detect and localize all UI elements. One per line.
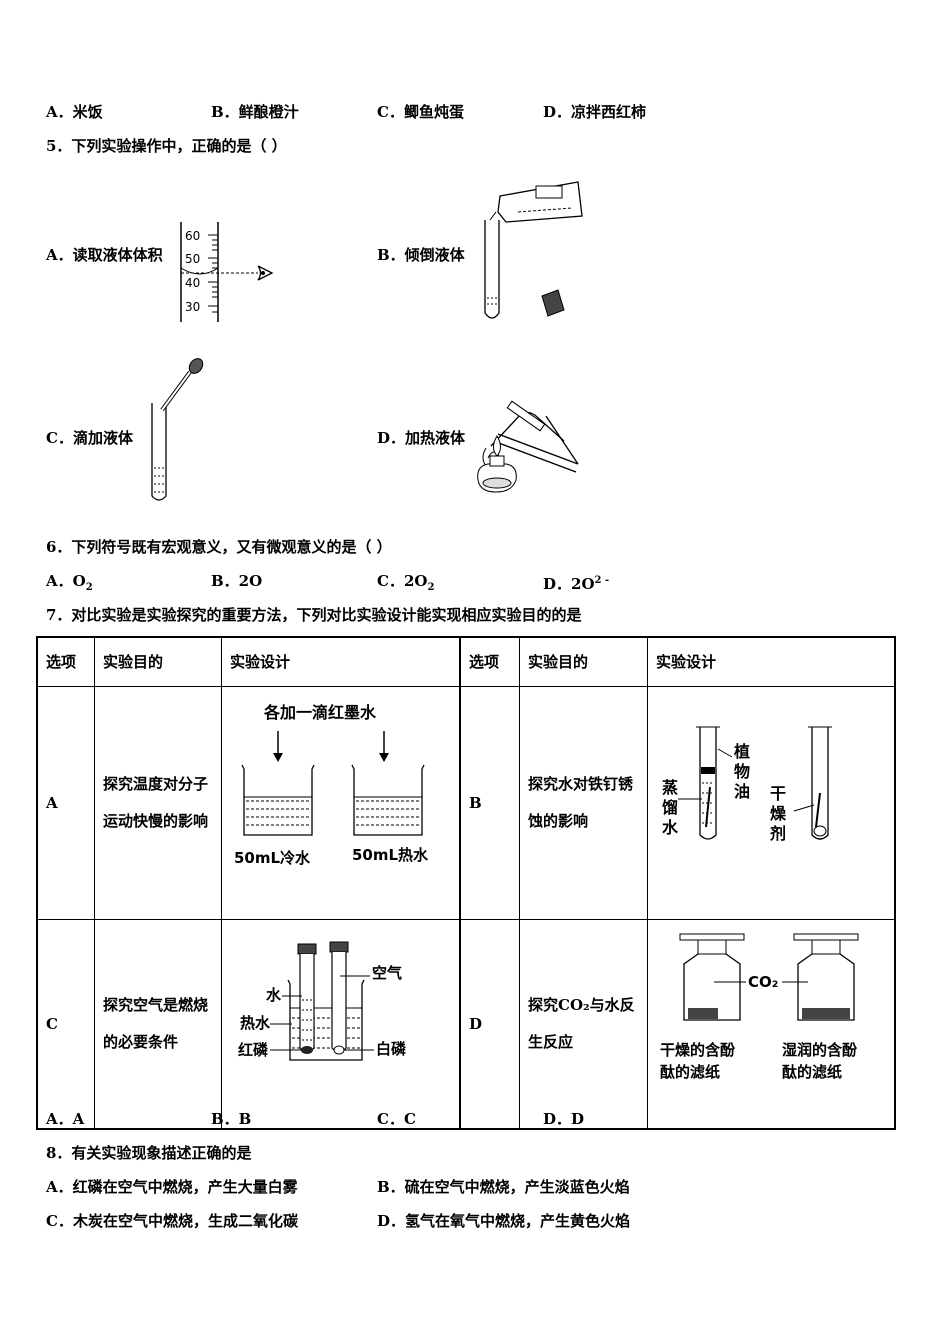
q7-answer-c: C．C — [377, 1110, 416, 1128]
q8-stem: 8．有关实验现象描述正确的是 — [46, 1144, 252, 1162]
fig-b-water-2: 馏 — [662, 798, 678, 817]
fig-c-white-p-label: 白磷 — [376, 1040, 407, 1058]
fig-b-dry-1: 干 — [770, 784, 786, 803]
heating-liquid-figure — [477, 400, 579, 493]
fig-b-dry-2: 燥 — [770, 804, 787, 823]
q4-option-c: C．鲫鱼炖蛋 — [377, 103, 464, 121]
q4-option-b: B．鲜酿橙汁 — [211, 103, 299, 121]
row-d-goal: 探究CO₂与水反生反应 — [519, 919, 648, 1130]
beakers-figure: 各加一滴红墨水 50mL冷水 50mL热水 — [234, 703, 429, 867]
fig-b-oil-1: 植 — [733, 742, 750, 761]
q6-option-c-text: C．2O — [377, 572, 428, 590]
flame-icon — [493, 435, 501, 457]
q6-option-c: C．2O2 — [377, 571, 434, 598]
fig-b-dry-3: 剂 — [770, 824, 786, 843]
fig-c-air-label: 空气 — [372, 964, 402, 982]
q4-option-a: A．米饭 — [46, 103, 103, 121]
row-c-design: 空气 水 热水 红磷 白磷 — [221, 919, 461, 1130]
fig-c-hot-water-label: 热水 — [240, 1014, 271, 1032]
row-d-design: CO₂ 干燥的含酚 酞的滤纸 湿润的含酚 酞的滤纸 — [647, 919, 896, 1130]
q6-stem: 6．下列符号既有宏观意义，又有微观意义的是（ ） — [46, 538, 392, 556]
fig-a-hot-label: 50mL热水 — [352, 846, 429, 864]
q5-option-d: D．加热液体 — [377, 429, 466, 447]
fig-b-oil-2: 物 — [734, 762, 750, 781]
row-c-option: C — [36, 919, 95, 1130]
row-d-option: D — [459, 919, 520, 1130]
q6-option-d-text: D．2O — [543, 575, 595, 593]
pouring-liquid-figure — [484, 181, 583, 319]
fig-c-water-label: 水 — [266, 986, 282, 1004]
header-goal-2: 实验目的 — [519, 636, 648, 687]
q7-answer-d: D．D — [543, 1110, 585, 1128]
co2-bottles-figure: CO₂ 干燥的含酚 酞的滤纸 湿润的含酚 酞的滤纸 — [660, 933, 859, 1081]
q6-option-a-text: A．O — [46, 572, 86, 590]
header-option: 选项 — [36, 636, 95, 687]
q7-answer-a: A．A — [46, 1110, 85, 1128]
fig-d-left-label-1: 干燥的含酚 — [660, 1041, 736, 1059]
header-design: 实验设计 — [221, 636, 461, 687]
fig-b-water-3: 水 — [662, 818, 679, 837]
q8-option-c: C．木炭在空气中燃烧，生成二氧化碳 — [46, 1212, 298, 1230]
row-b-goal: 探究水对铁钉锈蚀的影响 — [519, 686, 648, 920]
q5-option-a: A．读取液体体积 — [46, 246, 163, 264]
header-goal: 实验目的 — [94, 636, 222, 687]
eye-icon — [257, 265, 274, 281]
tick-40: 40 — [185, 276, 200, 290]
tick-60: 60 — [185, 229, 200, 243]
q8-option-d: D．氢气在氧气中燃烧，产生黄色火焰 — [377, 1212, 631, 1230]
q7-answer-b: B．B — [211, 1110, 252, 1128]
q8-option-a: A．红磷在空气中燃烧，产生大量白雾 — [46, 1178, 298, 1196]
tick-30: 30 — [185, 300, 200, 314]
table-row: C 探究空气是燃烧的必要条件 空气 水 热水 红磷 — [36, 919, 896, 1130]
header-design-2: 实验设计 — [647, 636, 896, 687]
row-a-design: 各加一滴红墨水 50mL冷水 50mL热水 — [221, 686, 461, 920]
fig-d-right-label-1: 湿润的含酚 — [782, 1041, 858, 1059]
q4-option-d: D．凉拌西红柿 — [543, 103, 647, 121]
fig-b-water-1: 蒸 — [662, 778, 678, 797]
bottle-stopper-icon — [541, 289, 565, 317]
row-b-design: 植 物 油 蒸 馏 水 干 燥 剂 — [647, 686, 896, 920]
q6-option-d-sup: 2 - — [594, 575, 610, 586]
q6-option-a-sub: 2 — [85, 582, 93, 593]
fig-a-cold-label: 50mL冷水 — [234, 849, 311, 867]
q5-option-b: B．倾倒液体 — [377, 246, 465, 264]
q7-stem: 7．对比实验是实验探究的重要方法，下列对比实验设计能实现相应实验目的的是 — [46, 606, 582, 624]
row-c-goal: 探究空气是燃烧的必要条件 — [94, 919, 222, 1130]
q6-option-b: B．2O — [211, 572, 263, 590]
q6-option-a: A．O2 — [46, 571, 93, 598]
table-row: A 探究温度对分子运动快慢的影响 各加一滴红墨水 50mL冷水 50mL热水 B… — [36, 686, 896, 920]
fig-a-top-label: 各加一滴红墨水 — [263, 703, 377, 722]
row-a-goal: 探究温度对分子运动快慢的影响 — [94, 686, 222, 920]
q7-experiment-table: 选项 实验目的 实验设计 选项 实验目的 实验设计 A 探究温度对分子运动快慢的… — [36, 636, 896, 1130]
table-header-row: 选项 实验目的 实验设计 选项 实验目的 实验设计 — [36, 636, 896, 687]
q6-option-c-sub: 2 — [427, 582, 435, 593]
fig-c-red-p-label: 红磷 — [238, 1041, 269, 1059]
iron-nail-figure: 植 物 油 蒸 馏 水 干 燥 剂 — [662, 726, 832, 843]
q8-option-b: B．硫在空气中燃烧，产生淡蓝色火焰 — [377, 1178, 630, 1196]
fig-d-gas-label: CO₂ — [748, 973, 778, 991]
row-b-option: B — [459, 686, 520, 920]
dropper-figure — [151, 358, 204, 501]
q5-option-c: C．滴加液体 — [46, 429, 133, 447]
fig-b-oil-3: 油 — [734, 782, 750, 801]
row-a-option: A — [36, 686, 95, 920]
fig-d-right-label-2: 酞的滤纸 — [782, 1063, 842, 1081]
tick-50: 50 — [185, 252, 200, 266]
q5-stem: 5．下列实验操作中，正确的是（ ） — [46, 137, 287, 155]
header-option-2: 选项 — [459, 636, 520, 687]
cylinder-reading-figure: 60 50 40 30 — [180, 222, 274, 322]
fig-d-left-label-2: 酞的滤纸 — [660, 1063, 720, 1081]
q6-option-d: D．2O2 - — [543, 571, 609, 594]
phosphorus-combustion-figure: 空气 水 热水 红磷 白磷 — [238, 941, 407, 1061]
